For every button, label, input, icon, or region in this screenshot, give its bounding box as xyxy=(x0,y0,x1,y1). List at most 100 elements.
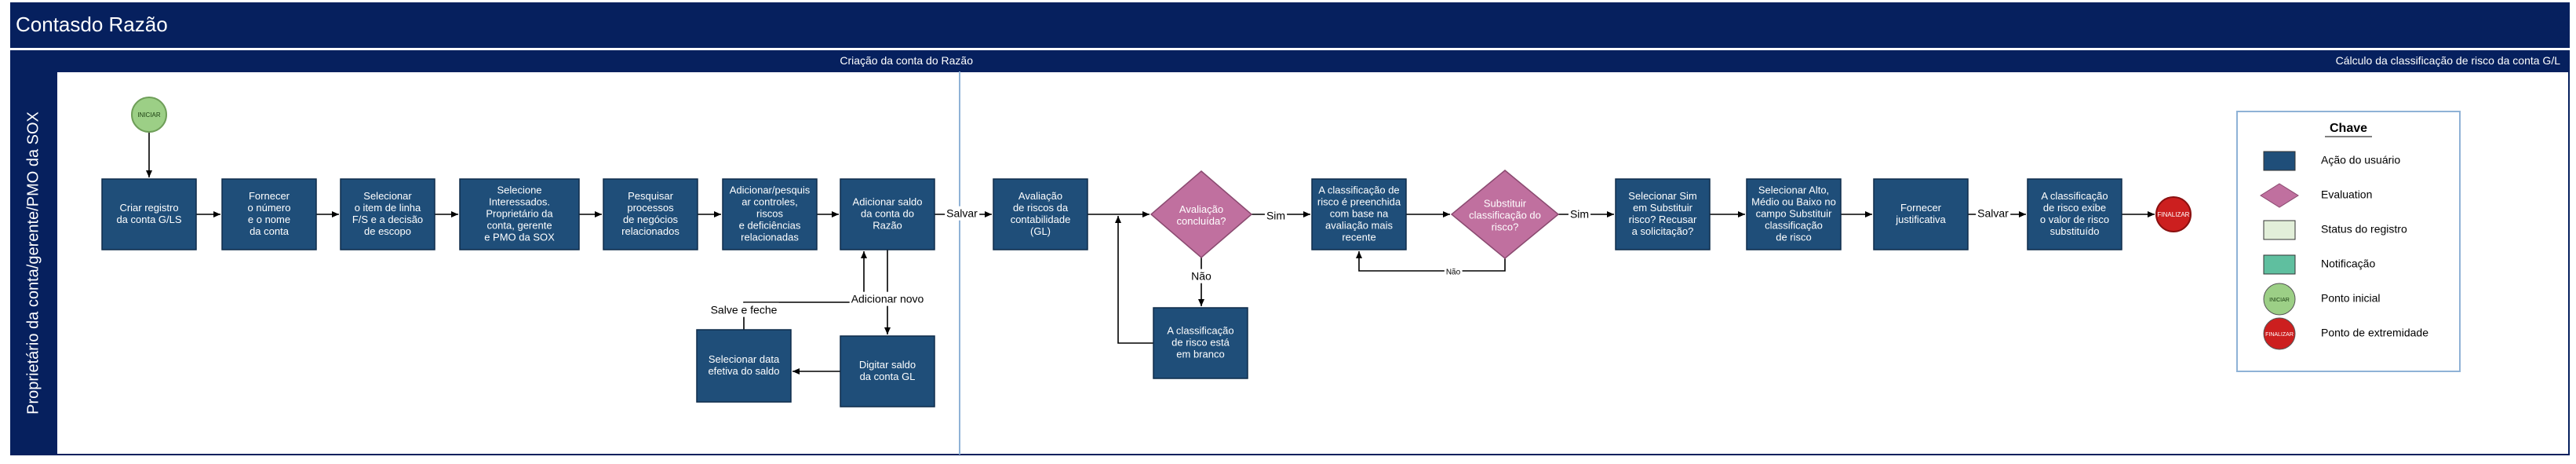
svg-text:Sim: Sim xyxy=(1266,210,1285,222)
start-label: INICIAR xyxy=(137,111,161,119)
legend-label-3: Notificação xyxy=(2321,258,2375,270)
decision-d2-text-0: Substituir xyxy=(1484,197,1527,209)
action-box-s1-text-1: da conta G/LS xyxy=(116,214,181,225)
legend-item-0: Ação do usuário xyxy=(2263,151,2400,171)
decision-d2-text-1: classificação do xyxy=(1469,209,1541,221)
action-box-s2-text-1: o número xyxy=(248,202,291,214)
legend-label-4: Ponto inicial xyxy=(2321,292,2381,305)
action-box-s14-text-4: de risco xyxy=(1776,231,1812,243)
connectors xyxy=(146,132,2155,374)
connector-9 xyxy=(743,251,867,330)
action-box-s2-text-3: da conta xyxy=(250,225,290,237)
action-box-s5-text-2: de negócios xyxy=(623,214,679,225)
action-box-s11-text-1: de risco está xyxy=(1171,336,1230,348)
decision-d2-text-2: risco? xyxy=(1492,221,1519,232)
lane-header: Proprietário da conta/gerente/PMO da SOX xyxy=(10,71,57,455)
svg-text:Não: Não xyxy=(1446,269,1461,277)
action-box-s12-text-3: avaliação mais xyxy=(1325,219,1393,231)
title-bar: Contasdo Razão xyxy=(10,2,2570,48)
action-box-s16-text-3: substituído xyxy=(2050,225,2100,237)
connector-label-adicionar_novo: Adicionar novo xyxy=(849,291,926,306)
connector-label-salve_feche: Salve e feche xyxy=(709,302,779,317)
connector-16 xyxy=(1356,251,1506,272)
action-box-s12-text-2: com base na xyxy=(1330,207,1389,219)
action-box-s4-text-0: Selecione xyxy=(497,185,541,196)
action-box-s4-text-2: Proprietário da xyxy=(486,207,553,219)
svg-text:FINALIZAR: FINALIZAR xyxy=(2265,332,2294,338)
action-box-s16-text-0: A classificação xyxy=(2041,190,2108,202)
svg-text:Salvar: Salvar xyxy=(946,207,978,220)
action-box-s5-text-1: processos xyxy=(627,202,674,214)
connector-label-sim_2: Sim xyxy=(1568,206,1591,221)
phase-label-creation: Criação da conta do Razão xyxy=(840,54,973,67)
start-point: INICIAR xyxy=(131,97,167,133)
legend-label-0: Ação do usuário xyxy=(2321,154,2400,166)
action-box-s13-text-2: risco? Recusar xyxy=(1629,214,1697,225)
action-box-s1-text-0: Criar registro xyxy=(119,202,178,214)
action-box-s2-text-2: e o nome xyxy=(248,214,290,225)
action-box-s3-text-3: de escopo xyxy=(364,225,411,237)
action-box-s13-text-3: a solicitação? xyxy=(1632,225,1694,237)
action-box-s8-text-0: Digitar saldo xyxy=(859,359,916,371)
action-box-s9-text-0: Selecionar data xyxy=(709,353,780,365)
action-box-s5-text-0: Pesquisar xyxy=(628,190,673,202)
action-box-s10-text-1: de riscos da xyxy=(1013,202,1069,214)
svg-text:Adicionar novo: Adicionar novo xyxy=(851,293,924,305)
action-box-s14-text-3: classificação xyxy=(1765,219,1823,231)
connector-label-nao_2: Não xyxy=(1444,267,1463,278)
legend-label-5: Ponto de extremidade xyxy=(2321,327,2428,339)
svg-text:INICIAR: INICIAR xyxy=(2269,298,2290,303)
action-box-s14-text-1: Médio ou Baixo no xyxy=(1751,195,1836,207)
action-box-s14-text-0: Selecionar Alto, xyxy=(1758,185,1829,196)
connector-label-sim_1: Sim xyxy=(1264,208,1288,223)
action-box-s15-text-0: Fornecer xyxy=(1900,202,1942,214)
action-box-s10-text-3: (GL) xyxy=(1030,225,1051,237)
end-point: FINALIZAR xyxy=(2155,196,2192,232)
action-box-s6-text-4: relacionadas xyxy=(741,231,799,243)
action-box-s7-text-1: da conta do xyxy=(861,207,914,219)
decision-d1-text-0: Avaliação xyxy=(1179,203,1223,215)
action-box-s6-text-0: Adicionar/pesquis xyxy=(730,185,811,196)
action-box-s14-text-2: campo Substituir xyxy=(1756,207,1832,219)
action-box-s9-text-1: efetiva do saldo xyxy=(708,365,779,377)
action-box-s15-text-1: justificativa xyxy=(1895,214,1946,225)
action-box-s6-text-1: ar controles, xyxy=(741,195,798,207)
action-box-s11-text-0: A classificação xyxy=(1167,324,1233,336)
connector-label-salvar_2: Salvar xyxy=(1976,206,2011,221)
action-box-s7-text-2: Razão xyxy=(873,219,902,231)
phase-bar: Criação da conta do Razão Cálculo da cla… xyxy=(10,50,2570,71)
legend-label-2: Status do registro xyxy=(2321,223,2407,236)
action-box-s5-text-3: relacionados xyxy=(621,225,680,237)
action-box-s3-text-1: o item de linha xyxy=(355,202,421,214)
legend-item-4: INICIAR Ponto inicial xyxy=(2263,283,2381,316)
action-box-s6-text-3: e deficiências xyxy=(739,219,801,231)
phase-label-risk: Cálculo da classificação de risco da con… xyxy=(2335,54,2560,67)
action-box-s2-text-0: Fornecer xyxy=(249,190,290,202)
diagram-title: Contasdo Razão xyxy=(16,13,168,36)
action-box-s12-text-0: A classificação de xyxy=(1318,185,1399,196)
connector-13 xyxy=(1115,216,1153,344)
action-box-s3-text-2: F/S e a decisão xyxy=(352,214,423,225)
action-box-s4-text-4: e PMO da SOX xyxy=(484,231,555,243)
action-box-s4-text-3: conta, gerente xyxy=(486,219,552,231)
legend-item-2: Status do registro xyxy=(2263,220,2407,240)
action-box-s6-text-2: riscos xyxy=(756,207,783,219)
action-box-s16-text-2: o valor de risco xyxy=(2040,214,2109,225)
action-box-s11-text-2: em branco xyxy=(1176,348,1224,360)
legend-item-5: FINALIZAR Ponto de extremidade xyxy=(2263,317,2428,350)
svg-text:Sim: Sim xyxy=(1570,208,1589,221)
